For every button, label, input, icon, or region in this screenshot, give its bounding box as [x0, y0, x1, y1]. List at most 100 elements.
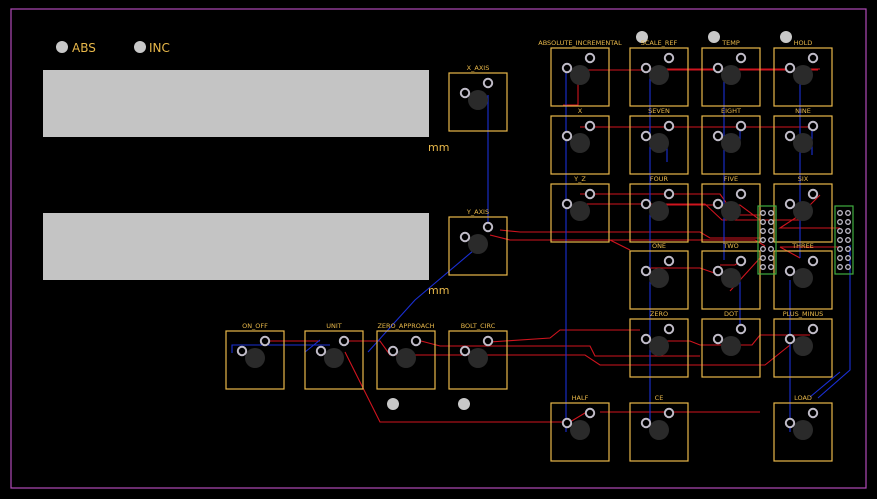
switch-body-icon	[721, 201, 741, 221]
switch-outline	[701, 47, 761, 107]
switch-temp[interactable]: TEMP	[701, 39, 761, 107]
switch-outline	[773, 402, 833, 462]
pad-icon	[768, 237, 774, 243]
pad-icon	[561, 130, 573, 142]
pad-icon	[845, 228, 851, 234]
switch-x[interactable]: X	[550, 107, 610, 175]
connector-left	[757, 205, 777, 275]
switch-label: HALF	[572, 394, 589, 402]
switch-outline	[448, 216, 508, 276]
switch-ce[interactable]: CE	[629, 394, 689, 462]
switch-on-off[interactable]: ON_OFF	[225, 322, 285, 390]
switch-five[interactable]: FIVE	[701, 175, 761, 243]
switch-body-icon	[245, 348, 265, 368]
trace-top	[344, 351, 591, 423]
pad-icon	[735, 52, 747, 64]
pad-icon	[807, 255, 819, 267]
switch-two[interactable]: TWO	[701, 242, 761, 310]
switch-label: UNIT	[326, 322, 342, 330]
pad-icon	[768, 210, 774, 216]
connectors-layer	[757, 205, 854, 275]
switch-zero-approach[interactable]: ZERO_APPROACH	[376, 322, 436, 390]
switch-four[interactable]: FOUR	[629, 175, 689, 243]
trace-top	[499, 229, 760, 239]
switch-label: SIX	[798, 175, 809, 183]
switch-body-icon	[793, 133, 813, 153]
pad-icon	[482, 221, 494, 233]
switch-hold[interactable]: HOLD	[773, 39, 833, 107]
pad-icon	[760, 237, 766, 243]
switch-outline	[701, 115, 761, 175]
switch-bolt-circ[interactable]: BOLT_CIRC	[448, 322, 508, 390]
pad-icon	[584, 188, 596, 200]
pad-icon	[735, 188, 747, 200]
pad-icon	[712, 198, 724, 210]
switch-body-icon	[793, 420, 813, 440]
pad-icon	[315, 345, 327, 357]
pad-icon	[712, 130, 724, 142]
switch-absolute-incremental[interactable]: ABSOLUTE_INCREMENTAL	[538, 39, 622, 107]
pad-icon	[735, 120, 747, 132]
switch-body-icon	[649, 133, 669, 153]
switch-y-axis[interactable]: Y_AXIS	[448, 208, 508, 276]
switch-seven[interactable]: SEVEN	[629, 107, 689, 175]
switch-body-icon	[468, 90, 488, 110]
switch-eight[interactable]: EIGHT	[701, 107, 761, 175]
trace-top	[655, 204, 800, 221]
switch-nine[interactable]: NINE	[773, 107, 833, 175]
switch-load[interactable]: LOAD	[773, 394, 833, 462]
switch-body-icon	[649, 336, 669, 356]
pad-icon	[584, 120, 596, 132]
pad-icon	[784, 130, 796, 142]
switch-label: HOLD	[794, 39, 813, 47]
switch-label: TEMP	[721, 39, 740, 47]
switch-label: X	[578, 107, 583, 115]
pad-icon	[712, 333, 724, 345]
connector-right	[834, 205, 854, 275]
pad-icon	[807, 52, 819, 64]
unit-label-y: mm	[428, 284, 449, 297]
switch-label: EIGHT	[721, 107, 741, 115]
switch-outline	[629, 47, 689, 107]
switch-outline	[376, 330, 436, 390]
switch-three[interactable]: THREE	[773, 242, 833, 310]
switch-outline	[550, 402, 610, 462]
pad-icon	[845, 219, 851, 225]
switch-half[interactable]: HALF	[550, 394, 610, 462]
pad-icon	[845, 210, 851, 216]
switch-outline	[550, 115, 610, 175]
pad-icon	[760, 255, 766, 261]
switch-outline	[701, 318, 761, 378]
connector-outline	[834, 205, 854, 275]
switch-scale-ref[interactable]: SCALE_REF	[629, 39, 689, 107]
inc-label: INC	[149, 41, 170, 55]
switch-label: LOAD	[794, 394, 812, 402]
switch-body-icon	[721, 133, 741, 153]
switch-label: Y_AXIS	[466, 208, 489, 216]
switch-zero[interactable]: ZERO	[629, 310, 689, 378]
switch-body-icon	[649, 268, 669, 288]
pad-icon	[640, 130, 652, 142]
pad-icon	[837, 228, 843, 234]
pad-icon	[845, 237, 851, 243]
switch-unit[interactable]: UNIT	[304, 322, 364, 390]
switch-six[interactable]: SIX	[773, 175, 833, 243]
switch-y-z[interactable]: Y_Z	[550, 175, 610, 243]
switch-outline	[550, 47, 610, 107]
switch-outline	[773, 250, 833, 310]
pad-icon	[760, 210, 766, 216]
switch-body-icon	[721, 336, 741, 356]
pad-icon	[561, 198, 573, 210]
pad-icon	[837, 210, 843, 216]
switch-x-axis[interactable]: X_AXIS	[448, 64, 508, 132]
switch-body-icon	[793, 65, 813, 85]
pad-icon	[837, 264, 843, 270]
switch-plus-minus[interactable]: PLUS_MINUS	[773, 310, 833, 378]
switch-body-icon	[649, 420, 669, 440]
switch-dot[interactable]: DOT	[701, 310, 761, 378]
switch-outline	[448, 72, 508, 132]
switch-one[interactable]: ONE	[629, 242, 689, 310]
pad-icon	[845, 246, 851, 252]
switch-outline	[629, 402, 689, 462]
